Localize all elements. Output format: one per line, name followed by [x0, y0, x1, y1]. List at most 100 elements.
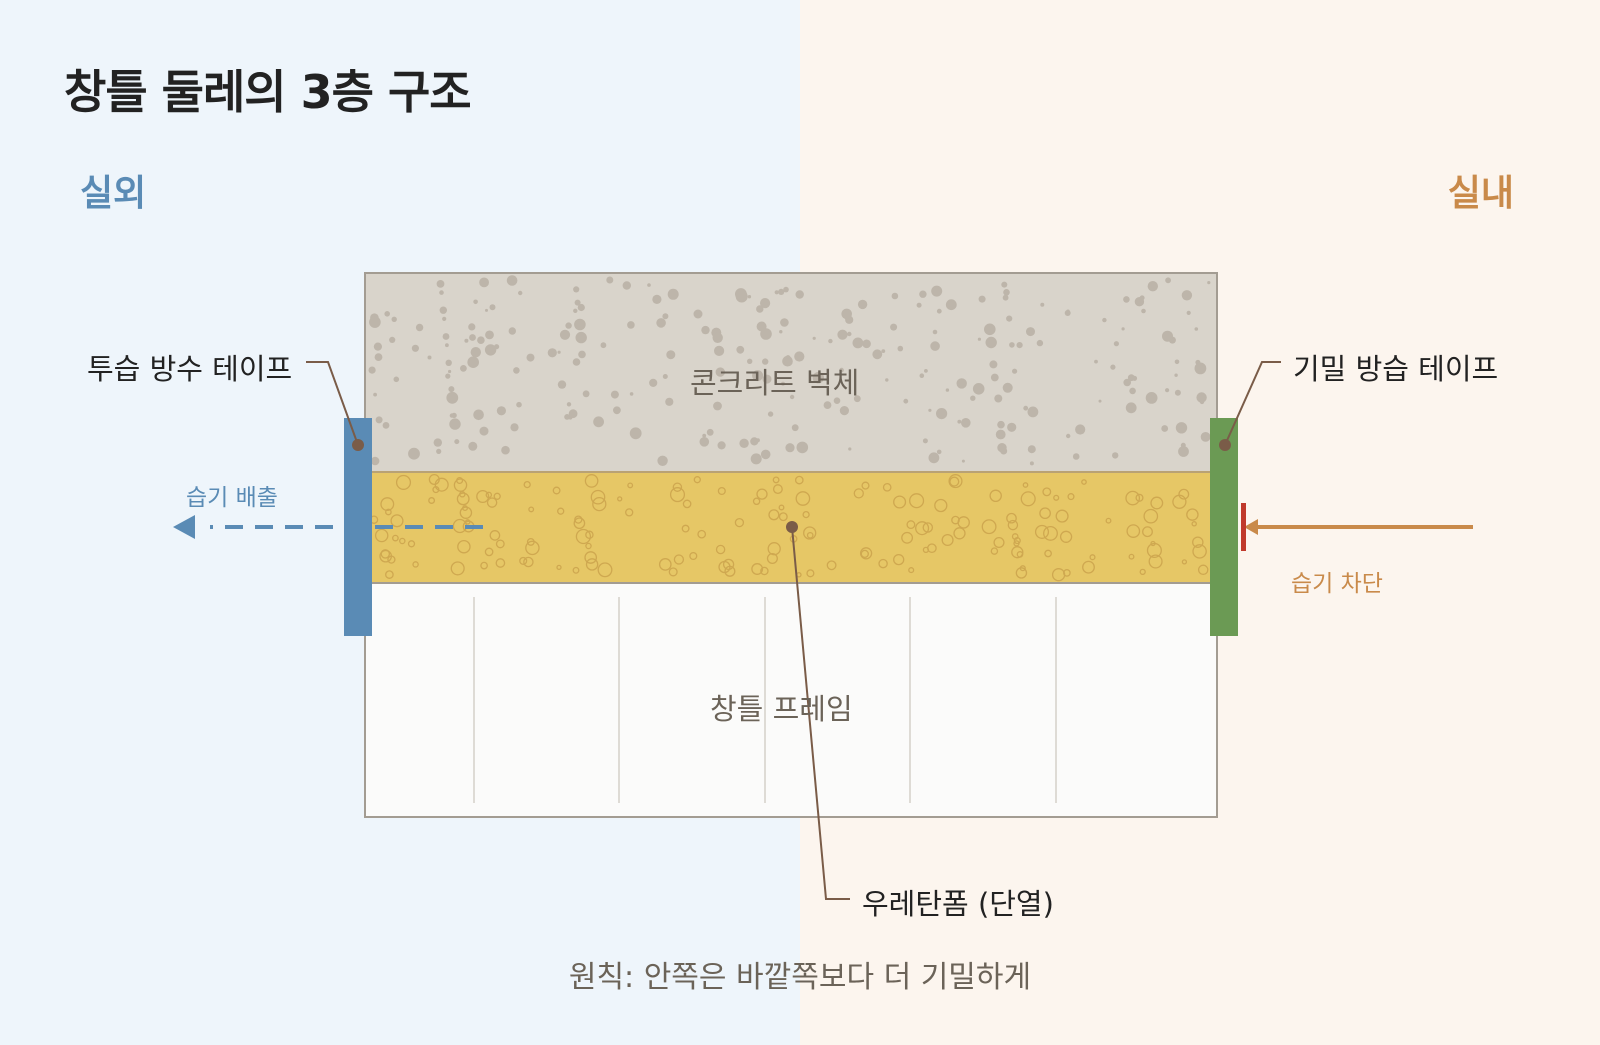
- frame-layer: [364, 582, 1218, 818]
- foam-bubble: [927, 543, 937, 554]
- concrete-speck: [1162, 330, 1173, 342]
- foam-bubble: [392, 534, 399, 542]
- concrete-speck: [415, 323, 424, 332]
- concrete-speck: [995, 429, 1006, 440]
- foam-bubble: [778, 512, 788, 522]
- foam-bubble: [1126, 524, 1141, 538]
- foam-bubble: [951, 515, 960, 525]
- foam-bubble: [1150, 496, 1164, 510]
- concrete-speck: [785, 443, 795, 453]
- concrete-speck: [794, 351, 805, 362]
- concrete-speck: [857, 299, 868, 310]
- concrete-speck: [577, 303, 585, 312]
- concrete-speck: [1161, 425, 1169, 432]
- concrete-speck: [735, 288, 747, 300]
- concrete-speck: [990, 373, 999, 382]
- foam-bubble: [456, 492, 470, 506]
- concrete-speck: [783, 286, 789, 293]
- foam-bubble: [484, 547, 494, 557]
- foam-bubble: [572, 566, 580, 574]
- foam-bubble: [625, 508, 634, 517]
- concrete-speck: [477, 336, 485, 345]
- concrete-speck: [1123, 378, 1131, 387]
- foam-bubble: [948, 474, 963, 489]
- concrete-speck: [467, 356, 480, 369]
- concrete-speck: [957, 419, 962, 424]
- concrete-speck: [629, 392, 634, 396]
- foam-bubble: [941, 533, 954, 547]
- foam-texture: [369, 473, 1209, 582]
- concrete-speck: [936, 308, 942, 314]
- concrete-speck: [454, 439, 460, 445]
- foam-bubble: [693, 476, 701, 484]
- concrete-speck: [501, 445, 510, 455]
- concrete-speck: [479, 426, 489, 436]
- foam-bubble: [380, 549, 391, 559]
- foam-bubble: [901, 531, 914, 544]
- frame-label: 창틀 프레임: [710, 692, 853, 726]
- foam-bubble: [673, 554, 685, 565]
- concrete-speck: [445, 343, 449, 348]
- concrete-speck: [518, 290, 523, 296]
- concrete-speck: [1199, 399, 1205, 405]
- concrete-speck: [1147, 281, 1159, 292]
- foam-bubble: [906, 520, 916, 530]
- concrete-speck: [1009, 342, 1015, 348]
- concrete-speck: [1174, 373, 1178, 377]
- foam-bubble: [1081, 479, 1087, 485]
- foam-label: 우레탄폼 (단열): [862, 887, 1054, 921]
- foam-bubble: [1053, 494, 1060, 501]
- concrete-speck: [657, 455, 668, 466]
- concrete-speck: [442, 333, 450, 340]
- concrete-speck: [779, 330, 783, 334]
- inside-tape-leader: [1224, 361, 1281, 446]
- concrete-speck: [1026, 327, 1035, 337]
- concrete-speck: [762, 358, 769, 365]
- concrete-speck: [1094, 359, 1098, 364]
- foam-bubble: [981, 519, 997, 535]
- foam-bubble: [412, 561, 419, 568]
- concrete-speck: [997, 420, 1005, 429]
- foam-bubble: [672, 482, 683, 492]
- concrete-speck: [468, 323, 476, 331]
- concrete-speck: [451, 412, 457, 419]
- concrete-speck: [828, 338, 833, 344]
- concrete-speck: [439, 306, 447, 314]
- concrete-speck: [891, 292, 899, 300]
- concrete-speck: [778, 288, 785, 295]
- concrete-speck: [1196, 392, 1207, 403]
- foam-bubble: [385, 508, 392, 516]
- concrete-speck: [1027, 406, 1039, 418]
- foam-bubble: [993, 536, 1005, 549]
- concrete-speck: [1036, 339, 1044, 347]
- foam-bubble: [585, 530, 594, 540]
- concrete-speck: [1123, 296, 1130, 303]
- concrete-speck: [693, 309, 703, 319]
- foam-bubble: [1034, 524, 1050, 539]
- concrete-speck: [574, 299, 581, 306]
- foam-bubble: [1148, 554, 1163, 569]
- concrete-speck: [1098, 399, 1102, 403]
- concrete-speck: [448, 386, 455, 393]
- foam-bubble: [434, 477, 449, 492]
- concrete-speck: [1175, 422, 1188, 434]
- outside-tape-leader: [306, 361, 359, 446]
- concrete-speck: [1112, 452, 1119, 459]
- concrete-speck: [972, 383, 985, 395]
- foam-bubble: [374, 528, 389, 543]
- concrete-speck: [436, 448, 442, 454]
- foam-bubble: [1192, 536, 1204, 548]
- foam-bubble: [882, 482, 892, 492]
- concrete-speck: [464, 338, 469, 343]
- concrete-speck: [750, 453, 762, 465]
- concrete-speck: [897, 345, 904, 352]
- concrete-speck: [566, 402, 572, 407]
- concrete-speck: [411, 344, 419, 352]
- concrete-speck: [1023, 405, 1029, 411]
- concrete-speck: [931, 285, 943, 297]
- foam-bubble: [1011, 533, 1019, 540]
- concrete-speck: [572, 358, 581, 366]
- foam-bubble: [909, 493, 925, 509]
- concrete-speck: [756, 305, 764, 313]
- concrete-speck: [1181, 290, 1193, 301]
